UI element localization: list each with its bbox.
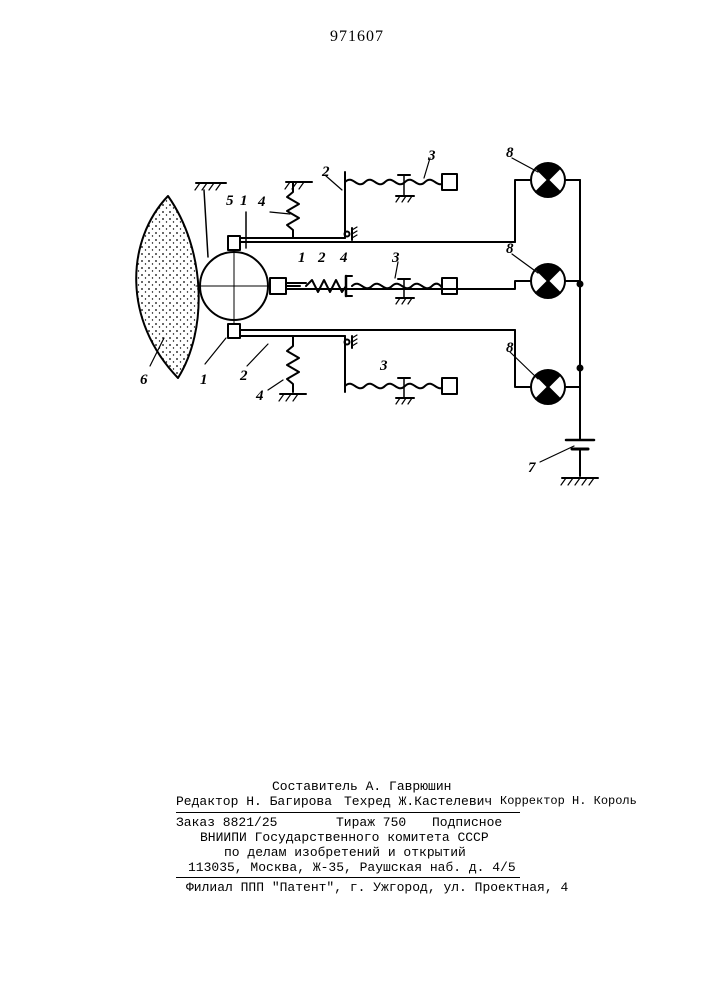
source-3-top [345, 174, 457, 202]
label-4-top: 4 [257, 194, 266, 210]
label-3-middle: 3 [391, 250, 400, 266]
lamp-8-top [531, 163, 565, 197]
label-4-middle: 4 [339, 250, 348, 266]
imprint-circulation: Тираж 750 [336, 815, 406, 830]
label-2-middle: 2 [317, 250, 326, 266]
source-3-middle [352, 278, 457, 304]
label-1-middle: 1 [298, 250, 306, 266]
sphere-5 [196, 190, 272, 324]
imprint-address: 113035, Москва, Ж-35, Раушская наб. д. 4… [188, 860, 516, 875]
spring-4-right [306, 276, 352, 296]
imprint-rule-top [176, 812, 520, 813]
label-3-bottom: 3 [379, 358, 388, 374]
label-8-top: 8 [506, 145, 514, 161]
imprint-order: Заказ 8821/25 [176, 815, 277, 830]
imprint-org-line1: ВНИИПИ Государственного комитета СССР [200, 830, 489, 845]
top-ground-hatch [195, 183, 226, 190]
label-7: 7 [528, 460, 536, 476]
label-2-top: 2 [321, 164, 330, 180]
lamp-8-bottom [531, 370, 565, 404]
imprint-org-line2: по делам изобретений и открытий [224, 845, 466, 860]
label-3-top: 3 [427, 148, 436, 164]
sensor-1-bottom [228, 324, 515, 338]
lamp-8-middle [531, 264, 565, 298]
sensor-1-top [228, 236, 515, 250]
imprint-subscription: Подписное [432, 815, 502, 830]
label-4-bottom: 4 [255, 388, 264, 404]
battery-7 [561, 440, 598, 485]
imprint-rule-bottom [176, 877, 520, 878]
label-1-bottom: 1 [200, 372, 208, 388]
spring-4-bottom [279, 336, 306, 401]
source-3-bottom [345, 378, 457, 404]
label-6: 6 [140, 372, 148, 388]
spring-4-top [285, 182, 312, 238]
imprint-branch: Филиал ППП "Патент", г. Ужгород, ул. Про… [186, 880, 568, 895]
body-6 [136, 196, 198, 378]
label-1-top: 1 [240, 193, 248, 209]
imprint-techred: Техред Ж.Кастелевич [344, 794, 492, 809]
label-8-middle: 8 [506, 241, 514, 257]
label-5: 5 [226, 193, 234, 209]
imprint-corrector: Корректор Н. Король [500, 794, 637, 808]
label-8-bottom: 8 [506, 340, 514, 356]
imprint-compiler: Составитель А. Гаврюшин [272, 779, 451, 794]
label-2-bottom: 2 [239, 368, 248, 384]
imprint-editor: Редактор Н. Багирова [176, 794, 332, 809]
